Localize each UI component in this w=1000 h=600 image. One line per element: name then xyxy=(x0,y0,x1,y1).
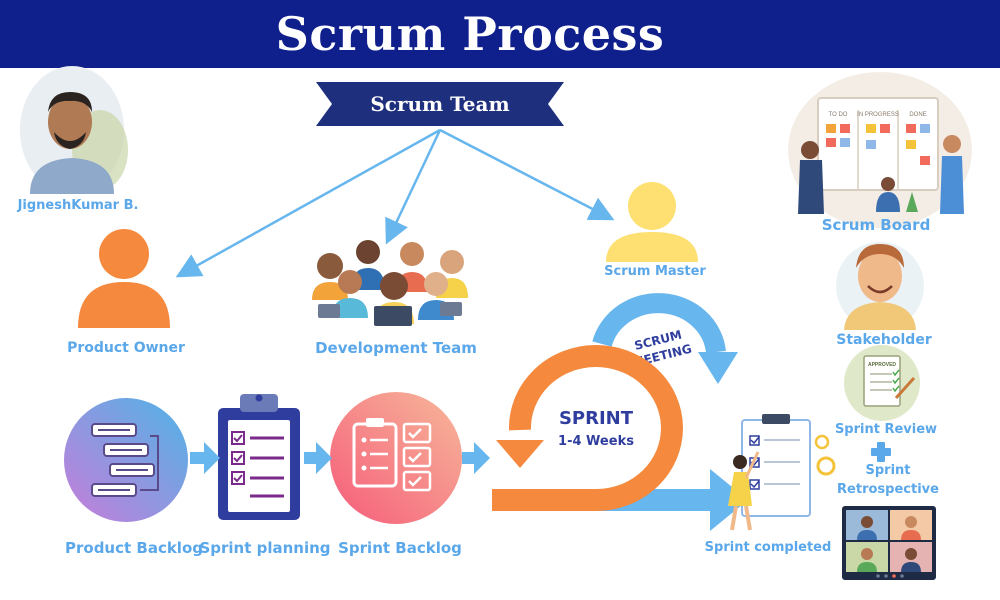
product-owner-label: Product Owner xyxy=(67,340,185,356)
scrum-board-illustration: TO DO IN PROGRESS DONE xyxy=(788,72,972,228)
product-backlog-icon xyxy=(64,398,188,522)
board-col-done: DONE xyxy=(909,112,926,118)
arrow-backlog-to-planning xyxy=(190,442,220,474)
scrum-board-label: Scrum Board xyxy=(821,216,931,234)
page-title: Scrum Process xyxy=(275,7,665,61)
flow-arrows xyxy=(190,442,490,474)
board-col-todo: TO DO xyxy=(829,112,848,118)
board-col-progress: IN PROGRESS xyxy=(857,112,899,118)
plus-icon xyxy=(871,442,891,462)
stakeholder-icon xyxy=(836,242,924,330)
sprint-backlog-label: Sprint Backlog xyxy=(338,539,462,557)
sprint-completed-label: Sprint completed xyxy=(704,540,832,555)
retrospective-call-icon xyxy=(842,506,936,580)
connector-scrum-master xyxy=(439,128,615,221)
scrum-master-label: Scrum Master xyxy=(604,264,706,279)
arrow-planning-to-sprint-backlog xyxy=(304,442,332,474)
scrum-master-icon xyxy=(606,182,698,262)
sprint-planning-label: Sprint planning xyxy=(199,539,331,557)
sprint-review-label: Sprint Review xyxy=(834,422,938,437)
sprint-retro-label-line1: Sprint xyxy=(865,463,911,478)
scrum-team-ribbon xyxy=(316,82,564,126)
author-avatar xyxy=(20,66,128,194)
sprint-label: SPRINT xyxy=(558,408,634,429)
title-banner: Scrum Process xyxy=(0,0,1000,68)
stakeholder-label: Stakeholder xyxy=(836,332,932,348)
sprint-backlog-icon xyxy=(330,392,462,524)
sprint-completed-illustration xyxy=(728,414,836,531)
sprint-planning-icon xyxy=(218,394,300,520)
author-name: JigneshKumar B. xyxy=(17,198,139,213)
scrum-team-label: Scrum Team xyxy=(370,92,510,116)
sprint-duration-label: 1-4 Weeks xyxy=(558,434,634,449)
connector-development-team xyxy=(385,129,442,245)
connector-product-owner xyxy=(175,128,441,278)
sprint-retro-label-line2: Retrospective xyxy=(837,482,939,497)
approved-stamp: APPROVED xyxy=(868,362,896,368)
product-backlog-label: Product Backlog xyxy=(64,539,204,557)
product-owner-icon xyxy=(78,229,170,328)
arrow-sprint-backlog-to-sprint xyxy=(462,442,490,474)
development-team-icon xyxy=(312,240,468,326)
team-connectors xyxy=(175,128,615,278)
sprint-cycle-arrow xyxy=(492,345,748,531)
development-team-label: Development Team xyxy=(315,339,477,357)
sprint-review-icon: APPROVED xyxy=(844,345,920,421)
